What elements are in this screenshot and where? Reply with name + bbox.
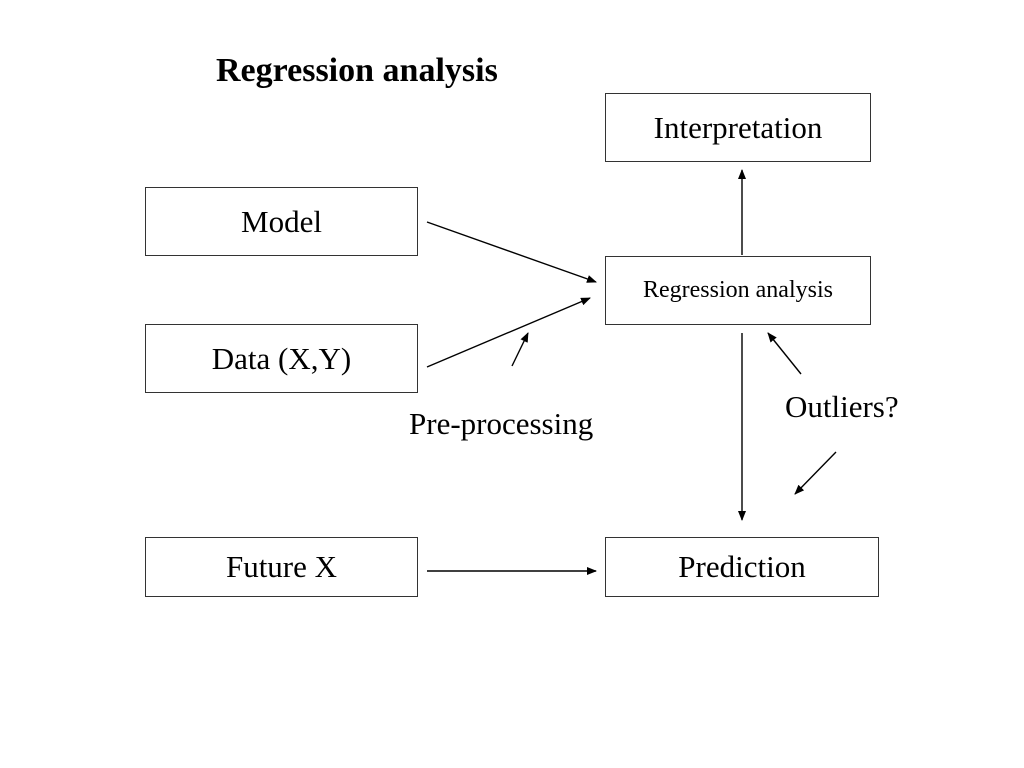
arrow-model-to-regression	[426, 221, 597, 283]
arrow-outliers-to-prediction	[794, 451, 837, 495]
regression-analysis-node: Regression analysis	[605, 256, 871, 325]
outliers-label: Outliers?	[785, 389, 899, 424]
future-x-node: Future X	[145, 537, 418, 597]
model-node: Model	[145, 187, 418, 256]
arrow-data-to-regression	[426, 297, 591, 368]
interpretation-node: Interpretation	[605, 93, 871, 162]
preprocessing-label: Pre-processing	[409, 406, 594, 441]
diagram-title: Regression analysis	[216, 52, 498, 89]
arrow-preprocessing	[511, 332, 529, 367]
prediction-node: Prediction	[605, 537, 879, 597]
data-node: Data (X,Y)	[145, 324, 418, 393]
arrow-outliers-to-regression	[767, 332, 802, 375]
